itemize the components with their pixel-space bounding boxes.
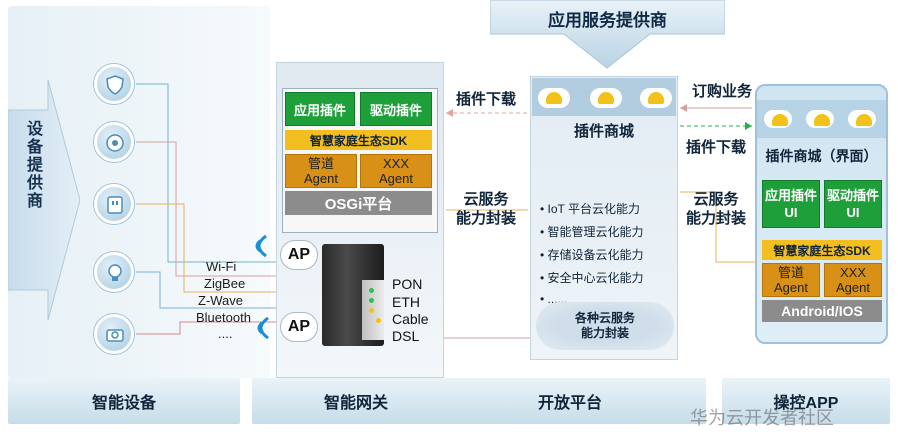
xxx-agent-box: XXX Agent <box>360 154 432 188</box>
cloud-icon <box>764 110 792 128</box>
port-dsl: DSL <box>392 328 420 344</box>
router-led-icon <box>369 298 374 303</box>
cloud-icon <box>848 110 876 128</box>
capability-item: • 安全中心云化能力 <box>540 271 644 285</box>
port-cable: Cable <box>392 311 429 327</box>
app-xxx-agent-box: XXX Agent <box>824 263 882 297</box>
app-plugin-store-label: 插件商城（界面） <box>765 148 878 164</box>
device-provider-label: 设备提供商 <box>24 120 41 210</box>
capability-item: • 智能管理云化能力 <box>540 225 644 239</box>
router-led-icon <box>376 318 381 323</box>
sensor-device-icon <box>94 314 134 354</box>
cloud-service-right-label: 云服务 能力封装 <box>685 191 746 227</box>
plugin-store-label: 插件商城 <box>573 122 634 140</box>
protocol-bluetooth: Bluetooth <box>196 310 251 325</box>
port-eth: ETH <box>392 294 420 310</box>
pipe-agent-box: 管道 Agent <box>285 154 357 188</box>
tab-smart-devices: 智能设备 <box>8 378 240 424</box>
app-plugin-box: 应用插件 <box>285 92 355 126</box>
capability-list: • IoT 平台云化能力 • 智能管理云化能力 • 存储设备云化能力 • 安全中… <box>540 200 644 306</box>
ap-badge-top: AP <box>280 240 318 270</box>
protocol-more: .... <box>218 326 233 341</box>
ap-badge-bottom: AP <box>280 312 318 342</box>
service-provider-label: 应用服务提供商 <box>548 10 667 30</box>
os-bar: Android/IOS <box>762 300 882 322</box>
tab-control-app: 操控APP <box>722 378 890 424</box>
socket-device-icon <box>94 184 134 224</box>
router-led-icon <box>369 288 374 293</box>
cloud-services-cloud: 各种云服务 能力封装 <box>536 302 674 350</box>
watermark: 华为云开发者社区 <box>690 408 834 428</box>
service-provider-banner <box>490 0 725 70</box>
cloud-icon <box>538 88 570 108</box>
plugin-download-left-label: 插件下载 <box>455 91 516 108</box>
port-pon: PON <box>392 276 423 292</box>
wifi-signal-icon <box>255 234 267 258</box>
bulb-device-icon <box>94 252 134 292</box>
cloud-icon <box>590 88 622 108</box>
cloud-service-left-label: 云服务 能力封装 <box>455 191 516 227</box>
app-pipe-agent-box: 管道 Agent <box>762 263 820 297</box>
device-provider-arrow <box>8 80 80 320</box>
osgi-platform-bar: OSGi平台 <box>285 191 432 215</box>
capability-item: • IoT 平台云化能力 <box>540 202 641 216</box>
tab-gateway-platform: 智能网关 开放平台 <box>252 378 706 424</box>
router-led-icon <box>369 308 374 313</box>
protocol-zigbee: ZigBee <box>204 276 246 291</box>
sdk-bar: 智慧家庭生态SDK <box>285 130 432 150</box>
cloud-icon <box>640 88 672 108</box>
subscribe-label: 订购业务 <box>691 83 752 100</box>
capability-item: • 存储设备云化能力 <box>540 248 644 262</box>
cloud-icon <box>806 110 834 128</box>
driver-plugin-box: 驱动插件 <box>360 92 432 126</box>
app-plugin-ui-box: 应用插件 UI <box>762 180 820 228</box>
app-sdk-bar: 智慧家庭生态SDK <box>762 240 882 260</box>
protocol-zwave: Z-Wave <box>198 293 244 308</box>
protocol-wifi: Wi-Fi <box>206 259 237 274</box>
plugin-download-right-label: 插件下载 <box>685 139 746 156</box>
tab-open-platform: 开放平台 <box>538 395 603 412</box>
tab-smart-gateway: 智能网关 <box>324 395 389 412</box>
camera-device-icon <box>94 122 134 162</box>
security-device-icon <box>94 64 134 104</box>
driver-plugin-ui-box: 驱动插件 UI <box>824 180 882 228</box>
wifi-signal-icon <box>257 316 269 340</box>
